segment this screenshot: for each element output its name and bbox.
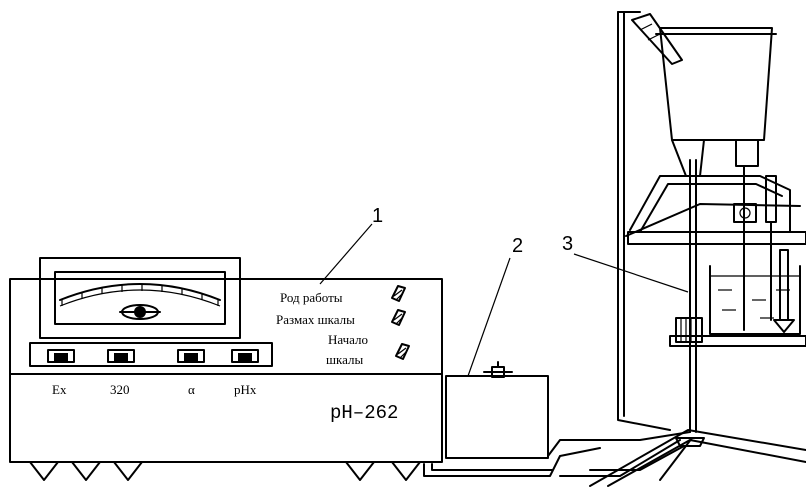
connection-cables xyxy=(423,431,691,477)
control-label-range: Размах шкалы xyxy=(276,312,355,327)
meter-model-label: pH–262 xyxy=(330,402,398,424)
lower-platform xyxy=(669,335,806,347)
range-button-ex xyxy=(47,349,75,363)
power-block: 2 xyxy=(445,235,549,459)
power-block-body xyxy=(445,375,549,459)
button-label-ex: Ex xyxy=(52,382,67,397)
flow-vessel xyxy=(631,13,777,331)
callout-1-number: 1 xyxy=(372,205,383,227)
callout-1-leader xyxy=(319,223,373,285)
button-strip xyxy=(29,342,273,367)
callout-2-number: 2 xyxy=(512,235,523,257)
range-button-phx xyxy=(231,349,259,363)
callout-3-leader xyxy=(573,253,689,293)
control-label-mode: Род работы xyxy=(280,290,343,305)
callout-2-leader xyxy=(467,257,511,377)
button-label-320: 320 xyxy=(110,382,130,397)
callout-3-number: 3 xyxy=(562,233,573,255)
gauge-frame xyxy=(39,257,241,339)
measuring-beaker xyxy=(709,249,801,335)
button-label-phx: pHx xyxy=(234,382,257,397)
stirrer-knob xyxy=(675,317,703,343)
button-strip-frame xyxy=(29,342,273,367)
electrode-clamp xyxy=(733,203,757,223)
knob-mode-icon xyxy=(391,285,406,302)
upper-platform xyxy=(627,231,806,245)
control-label-start-2: шкалы xyxy=(326,352,364,367)
frame-wire xyxy=(617,11,671,431)
range-button-alpha xyxy=(177,349,205,363)
meter-feet xyxy=(29,461,421,481)
control-label-start-1: Начало xyxy=(328,332,368,347)
button-label-alpha: α xyxy=(188,382,195,397)
ph-meter: Ex 320 α pHx Род работы Размах шкалы Нач… xyxy=(9,205,443,481)
range-button-320 xyxy=(107,349,135,363)
sensor-stand: 3 xyxy=(562,11,806,487)
knob-start-icon xyxy=(395,343,410,360)
knob-range-icon xyxy=(391,309,406,326)
stand-base xyxy=(589,429,806,487)
gauge-window xyxy=(54,271,226,325)
meter-gauge xyxy=(39,257,241,339)
